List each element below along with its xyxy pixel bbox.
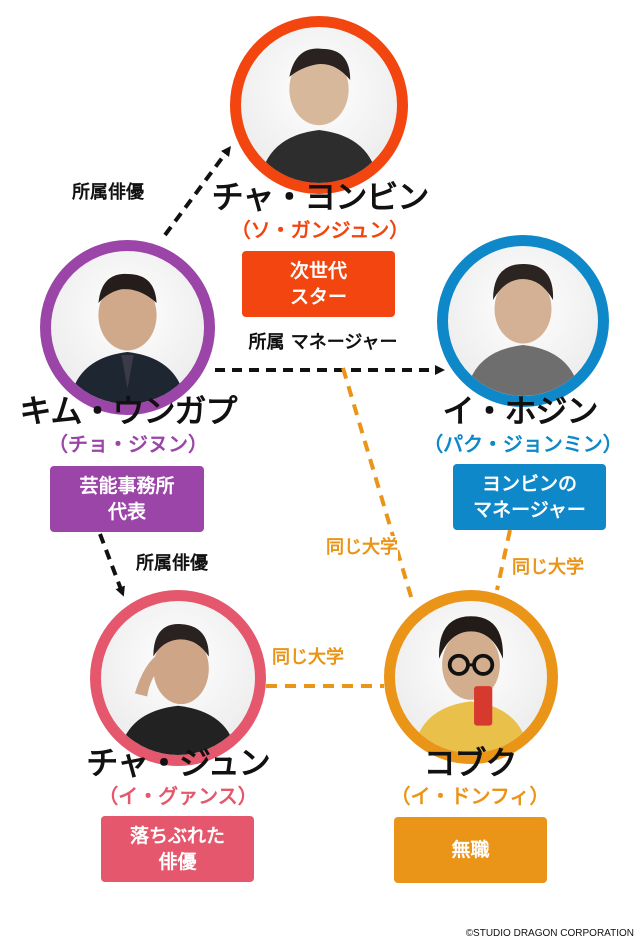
person-silhouette-icon [413,616,529,753]
actor-lee-hojin: （パク・ジョンミン） [423,432,623,456]
label-affiliated-actor-bottom: 所属俳優 [136,552,208,576]
role-cha-jun: 落ちぶれた 俳優 [101,816,254,882]
link-hojin-kobuku [495,529,512,591]
person-silhouette-icon [119,624,237,755]
role-line: 落ちぶれた [129,825,225,847]
portrait-cha-yongbin [230,16,408,194]
name-kobuku: コブク [423,744,517,782]
role-line: 代表 [107,501,146,523]
name-cha-yongbin: チャ・ヨンビン [211,178,430,216]
role-line: 俳優 [158,851,197,873]
person-silhouette-icon [466,264,580,396]
copyright-notice: ©STUDIO DRAGON CORPORATION [465,928,634,939]
portrait-kobuku [384,590,558,764]
role-cha-yongbin: 次世代 スター [242,251,395,317]
label-affiliated-manager: 所属 マネージャー [248,331,398,355]
actor-cha-jun: （イ・グァンス） [98,784,258,808]
actor-kobuku: （イ・ドンフィ） [390,784,550,808]
role-line: スター [289,286,347,308]
link-yongbin-kobuku [341,367,414,601]
label-same-university-yongbin: 同じ大学 [326,536,398,560]
role-line: 次世代 [289,260,347,282]
portrait-cha-jun [90,590,266,766]
link-kim-to-yongbin [163,145,231,237]
role-line: 芸能事務所 [79,475,175,497]
person-silhouette-icon [259,48,379,183]
role-kobuku: 無職 [394,817,547,883]
label-same-university-chajun: 同じ大学 [272,646,344,670]
role-line: マネージャー [473,499,586,521]
role-lee-hojin: ヨンビンの マネージャー [453,464,606,530]
name-lee-hojin: イ・ホジン [442,392,598,430]
link-kim-to-chajun [98,533,125,597]
label-same-university-hojin: 同じ大学 [512,556,584,580]
portrait-kim-ungap [40,240,215,415]
actor-kim-ungap: （チョ・ジヌン） [48,432,208,456]
name-kim-ungap: キム・ウンガプ [19,392,237,430]
role-kim-ungap: 芸能事務所 代表 [50,466,204,532]
label-affiliated-manager-line1: 所属 [248,331,285,355]
name-cha-jun: チャ・ジュン [86,744,270,782]
role-line: 無職 [451,839,490,861]
portrait-lee-hojin [437,235,609,407]
person-silhouette-icon [69,273,186,404]
label-affiliated-actor-top: 所属俳優 [72,181,144,205]
label-affiliated-manager-line2: マネージャー [290,332,398,354]
actor-cha-yongbin: （ソ・ガンジュン） [230,218,410,242]
role-line: ヨンビンの [481,473,577,495]
